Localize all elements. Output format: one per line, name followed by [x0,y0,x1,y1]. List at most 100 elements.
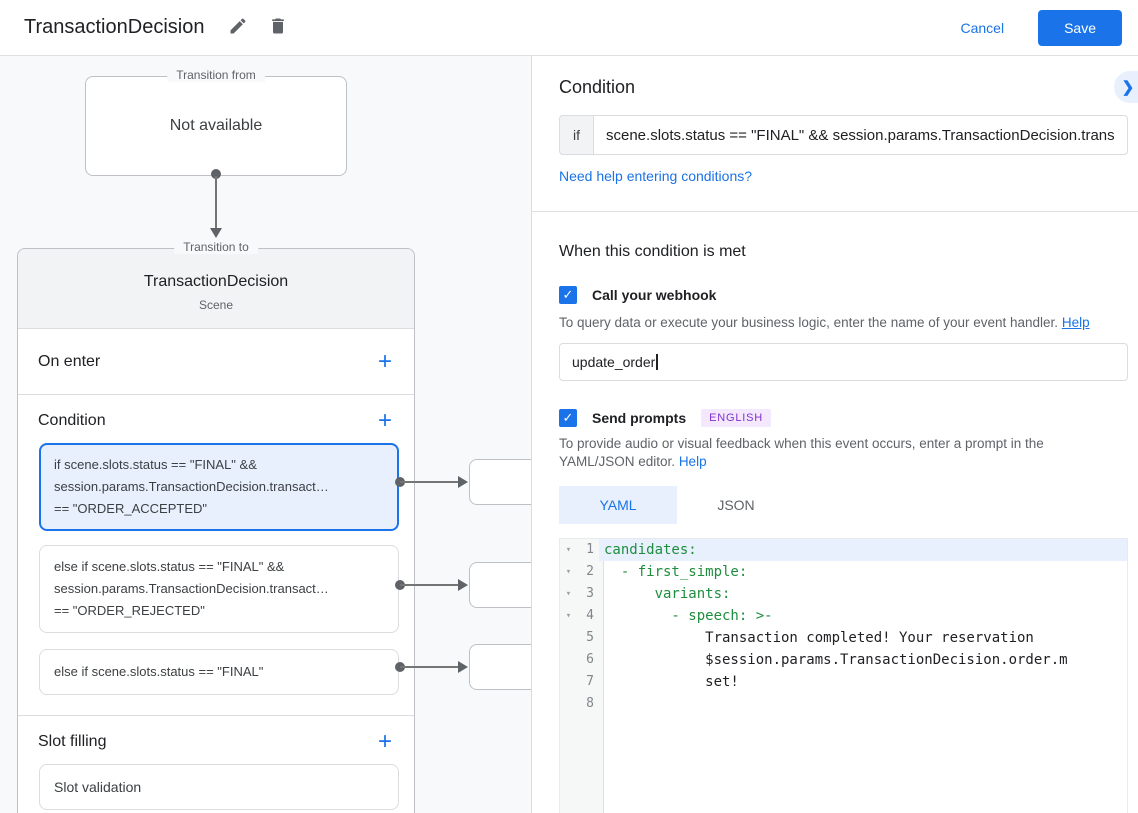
page-title: TransactionDecision [24,16,205,38]
scene-diagram-canvas[interactable]: Transition from Not available Transition… [0,56,531,813]
transition-target-box[interactable] [469,562,531,608]
collapse-panel-button[interactable]: ❯ [1113,71,1138,103]
scene-card-header[interactable]: TransactionDecision Scene [18,249,414,329]
transition-from-content: Not available [169,117,263,134]
yaml-editor[interactable]: ▾ 1 candidates: ▾ 2 - first_simple: ▾ 3 varian… [559,538,1128,813]
save-button[interactable]: Save [1038,9,1122,46]
line-number: 1 [586,542,594,557]
editor-line[interactable]: 7 set! [560,671,1127,693]
connector-line [215,176,217,228]
line-number: 2 [586,564,594,579]
fold-toggle-icon[interactable]: ▾ [565,545,572,555]
code-text[interactable]: set! [604,674,739,690]
call-webhook-label: Call your webhook [592,287,717,303]
prompts-help-link[interactable]: Help [678,454,707,469]
connector-line [400,584,458,586]
code-text[interactable]: - speech: >- [604,608,773,624]
scene-name: TransactionDecision [143,273,289,290]
condition-item-final[interactable]: else if scene.slots.status == "FINAL" [39,649,399,695]
editor-line[interactable]: ▾ 2 - first_simple: [560,561,1127,583]
slot-filling-section-head: Slot filling + [18,716,414,764]
editor-line[interactable]: 6 $session.params.TransactionDecision.or… [560,649,1127,671]
line-number: 6 [586,652,594,667]
transition-target-box[interactable] [469,644,531,690]
tab-json[interactable]: JSON [717,497,755,513]
code-text[interactable]: - first_simple: [604,564,748,580]
on-enter-row[interactable]: On enter + [18,329,414,395]
editor-line[interactable]: ▾ 1 candidates: [560,539,1127,561]
top-toolbar: TransactionDecision Cancel Save [0,0,1138,56]
connector-line [400,666,458,668]
language-badge: ENGLISH [701,409,772,427]
slot-filling-label: Slot filling [38,733,107,750]
edit-button[interactable] [226,16,250,40]
slot-validation-card[interactable]: Slot validation [39,764,399,810]
fold-spacer [560,671,577,693]
condition-detail-panel: Condition ❯ if scene.slots.status == "FI… [531,56,1138,813]
on-enter-label: On enter [38,352,101,370]
delete-button[interactable] [266,16,290,40]
fold-toggle-icon[interactable]: ▾ [565,611,572,621]
editor-line[interactable]: ▾ 4 - speech: >- [560,605,1127,627]
webhook-description-text: To query data or execute your business l… [559,315,1059,330]
panel-title-row: Condition ❯ [559,71,1138,103]
if-prefix-label: if [559,115,593,155]
webhook-description: To query data or execute your business l… [559,314,1128,331]
call-webhook-row: ✓ Call your webhook [559,286,1128,304]
webhook-help-link[interactable]: Help [1061,315,1090,330]
line-number: 3 [586,586,594,601]
fold-spacer [560,693,577,715]
add-on-enter-button[interactable]: + [377,347,392,375]
prompts-description-text: To provide audio or visual feedback when… [559,436,1044,469]
condition-expression-input[interactable]: scene.slots.status == "FINAL" && session… [593,115,1128,155]
condition-item-order-accepted[interactable]: if scene.slots.status == "FINAL" && sess… [39,443,399,531]
arrow-right-icon [458,476,468,488]
arrow-right-icon [458,661,468,673]
transition-to-label: Transition to [174,240,258,254]
condition-item-order-rejected[interactable]: else if scene.slots.status == "FINAL" &&… [39,545,399,633]
fold-spacer [560,627,577,649]
arrow-down-icon [210,228,222,238]
editor-format-tabs: YAML JSON [559,486,1128,524]
yaml-editor-lines: ▾ 1 candidates: ▾ 2 - first_simple: ▾ 3 varian… [560,539,1127,715]
prompts-description: To provide audio or visual feedback when… [559,435,1099,471]
line-number: 5 [586,630,594,645]
transition-target-box[interactable] [469,459,531,505]
main-area: Transition from Not available Transition… [0,56,1138,813]
editor-gutter [560,539,604,813]
connector-dot [211,169,221,179]
code-text[interactable]: candidates: [599,539,1127,561]
code-text[interactable]: Transaction completed! Your reservation [604,630,1034,646]
editor-line[interactable]: ▾ 3 variants: [560,583,1127,605]
line-number: 4 [586,608,594,623]
tab-yaml[interactable]: YAML [559,486,677,524]
arrow-right-icon [458,579,468,591]
code-text[interactable]: $session.params.TransactionDecision.orde… [604,652,1068,668]
transition-from-box[interactable]: Transition from Not available [85,68,347,176]
code-text[interactable] [599,693,1127,715]
scene-type-label: Scene [198,298,234,312]
cancel-button[interactable]: Cancel [960,19,1005,36]
scene-card: Transition to TransactionDecision Scene … [17,240,415,813]
editor-line[interactable]: 8 [560,693,1127,715]
check-icon: ✓ [562,287,574,302]
line-number: 7 [586,674,594,689]
fold-toggle-icon[interactable]: ▾ [565,589,572,599]
condition-section-head: Condition + [18,395,414,443]
send-prompts-checkbox[interactable]: ✓ [559,409,577,427]
send-prompts-row: ✓ Send prompts ENGLISH [559,409,1128,427]
transition-from-label: Transition from [167,68,265,82]
call-webhook-checkbox[interactable]: ✓ [559,286,577,304]
add-slot-button[interactable]: + [377,728,392,755]
chevron-right-icon: ❯ [1121,79,1135,96]
add-condition-button[interactable]: + [377,407,392,434]
conditions-help-link[interactable]: Need help entering conditions? [559,168,753,184]
editor-line[interactable]: 5 Transaction completed! Your reservatio… [560,627,1127,649]
when-condition-met-title: When this condition is met [559,243,746,260]
panel-title: Condition [559,77,636,97]
code-text[interactable]: variants: [604,586,731,602]
webhook-handler-input[interactable]: update_order [559,343,1128,381]
connector-line [400,481,458,483]
condition-section: Condition + if scene.slots.status == "FI… [18,395,414,716]
fold-toggle-icon[interactable]: ▾ [565,567,572,577]
